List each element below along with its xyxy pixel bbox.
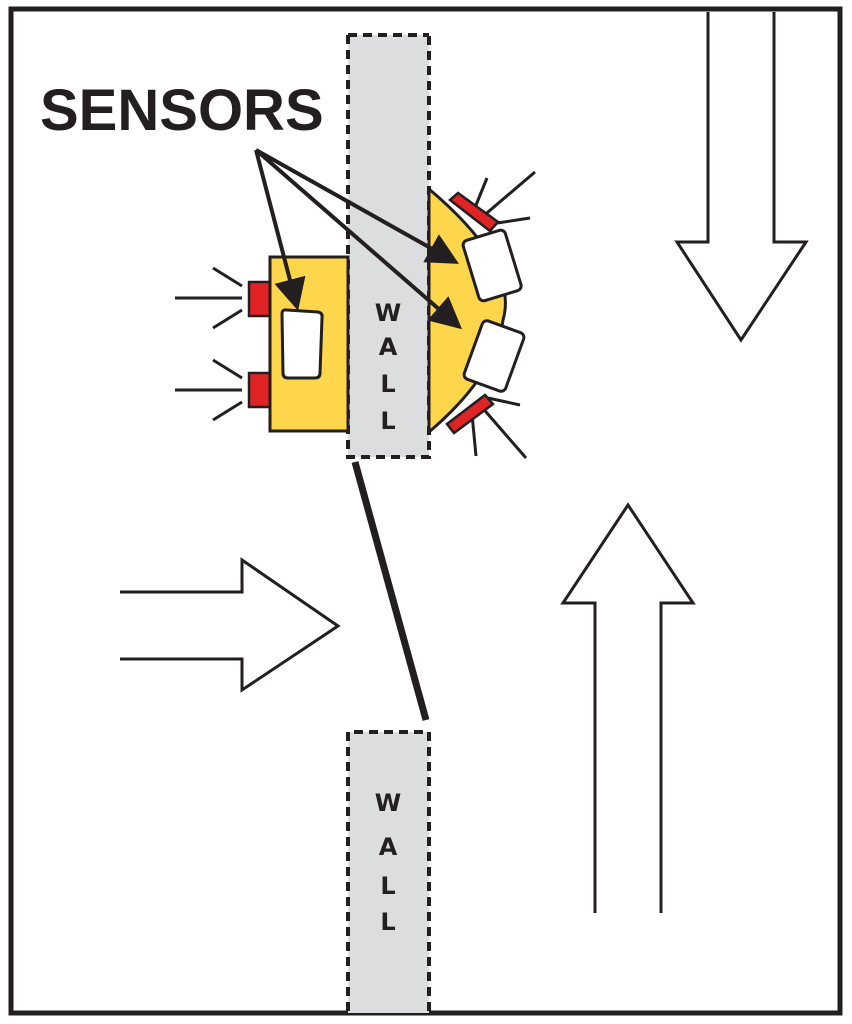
wall-top-label: W A L L xyxy=(375,299,401,435)
pointer-to-right-sensor-bottom xyxy=(254,148,463,330)
right-emitter-top xyxy=(448,191,500,233)
wall-bottom-label: W A L L xyxy=(375,789,401,936)
left-sensor-window xyxy=(280,308,324,380)
right-sensor-window-top xyxy=(461,228,523,303)
pointer-to-right-sensor-top xyxy=(255,148,459,264)
left-light-rays xyxy=(175,266,243,422)
wall-bottom-letter: W xyxy=(375,789,401,817)
wall-bottom-border xyxy=(346,730,431,1011)
wall-bottom-letter: L xyxy=(380,872,395,900)
incoming-arrow xyxy=(120,557,341,693)
wall-top-letter: L xyxy=(380,407,395,435)
right-sensor-window-bottom xyxy=(462,319,526,393)
wall-top-letter: L xyxy=(380,370,395,398)
wall-top-letter: A xyxy=(379,333,398,361)
wall-top-letter: W xyxy=(375,299,401,327)
wall-bottom-letter: L xyxy=(380,908,395,936)
wall-bottom-letter: A xyxy=(379,833,398,861)
sensors-title: SENSORS xyxy=(40,78,324,143)
upward-arrow xyxy=(560,502,696,913)
door-leaf xyxy=(351,461,430,721)
wall-bottom-fill xyxy=(348,732,429,1013)
pointer-to-left-sensor xyxy=(254,149,306,311)
sensor-pointers xyxy=(254,148,463,330)
wall-top-fill xyxy=(348,35,429,457)
right-emitter-bottom xyxy=(445,393,495,435)
wall-top xyxy=(346,33,431,459)
wall-bottom xyxy=(346,730,431,1013)
left-sensor-unit xyxy=(175,255,350,433)
downward-arrow xyxy=(674,12,809,343)
